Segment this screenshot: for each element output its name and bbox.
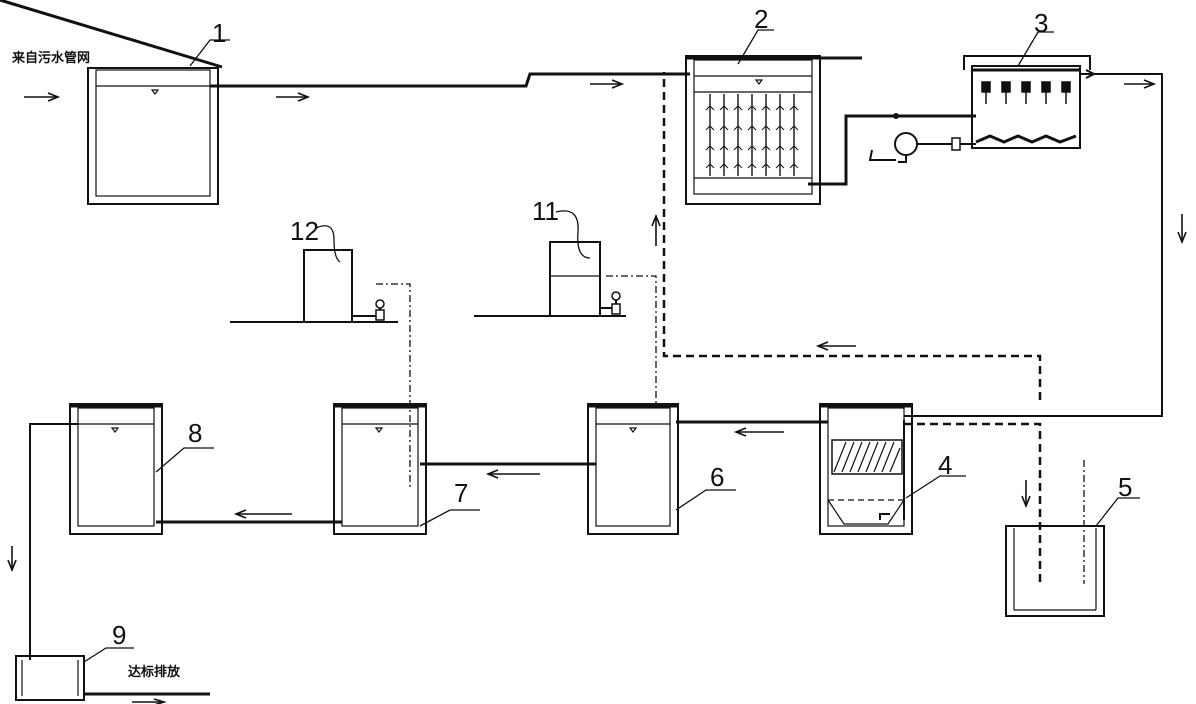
label-7: 8 [188, 418, 202, 448]
leader-6 [419, 509, 480, 527]
inflow-arrow [24, 92, 61, 102]
pipe-7-to-8 [7, 423, 78, 660]
dosing-tank-11 [474, 241, 626, 317]
pipe-1-to-2 [210, 72, 690, 102]
leader-8 [83, 647, 134, 663]
tank-5 [587, 403, 679, 535]
label-4: 4 [938, 450, 952, 480]
leader-12 [315, 225, 341, 263]
label-9: 5 [1118, 472, 1132, 502]
label-6: 7 [454, 478, 468, 508]
pipe-3-to-4 [904, 69, 1187, 417]
pipe-5-to-6 [420, 462, 596, 479]
leader-7 [155, 447, 214, 473]
leader-4 [905, 475, 966, 499]
discharge-caption: 达标排放 [128, 664, 181, 680]
label-3: 3 [1034, 8, 1048, 38]
label-1: 1 [212, 18, 226, 48]
tank-6 [333, 403, 427, 535]
tank-8 [15, 655, 210, 704]
leader-1 [189, 39, 230, 67]
leader-2 [737, 29, 774, 65]
leader-5 [675, 489, 736, 511]
label-2: 2 [754, 4, 768, 34]
label-11: 11 [532, 196, 559, 226]
label-12: 12 [290, 216, 319, 246]
tank-4 [819, 403, 913, 535]
tank-7 [69, 403, 163, 535]
sludge-return-line [651, 72, 1042, 400]
sludge-to-tank-9 [904, 422, 1042, 586]
tank-9 [1005, 460, 1105, 617]
dosing-line-12 [376, 283, 411, 490]
pipe-6-to-7 [156, 509, 342, 524]
label-8: 9 [112, 620, 126, 650]
tank-1 [0, 0, 223, 205]
tank-3 [963, 55, 1091, 149]
leader-3 [1017, 31, 1054, 67]
dosing-tank-12 [230, 249, 398, 323]
dosing-line-11 [606, 275, 657, 404]
pipe-4-to-5 [676, 420, 828, 437]
label-5: 6 [710, 462, 724, 492]
leader-11 [555, 210, 591, 259]
leader-9 [1095, 497, 1140, 527]
source-caption: 来自污水管网 [11, 50, 90, 66]
tank-2 [685, 55, 862, 205]
pipe-2-to-3 [808, 113, 976, 186]
